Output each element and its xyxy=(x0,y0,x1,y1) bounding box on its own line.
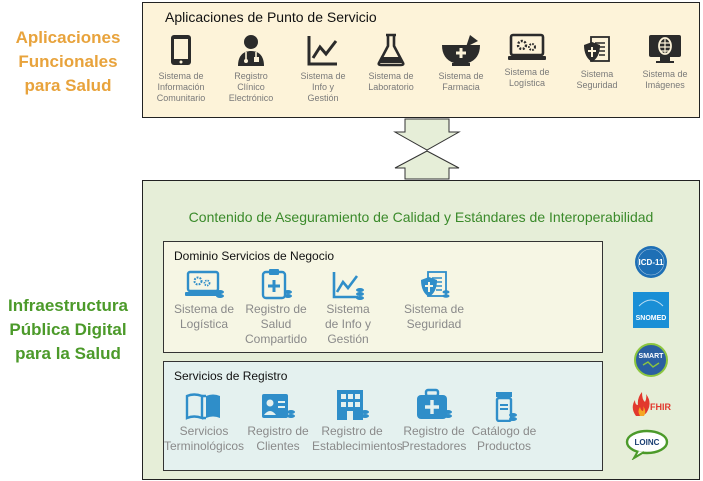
medical-kit-icon xyxy=(417,388,452,419)
app-info-management: Sistema de Info y Gestión xyxy=(285,33,361,104)
service-label: Registro de Prestadores xyxy=(401,424,467,453)
business-services-title: Dominio Servicios de Negocio xyxy=(174,249,335,263)
mortar-pestle-icon xyxy=(442,35,480,66)
loinc-logo: LOINC xyxy=(623,427,671,461)
smart-logo: SMART xyxy=(631,343,671,377)
app-label: Sistema de Info y Gestión xyxy=(300,71,346,103)
service-label: Servicios Terminológicos xyxy=(164,424,245,453)
svg-text:SMART: SMART xyxy=(639,353,665,360)
service-label: Sistema de Seguridad xyxy=(403,302,465,331)
functional-apps-title: Aplicaciones Funcionales para Salud xyxy=(15,28,121,95)
service-product-catalog: Catálogo de Productos xyxy=(464,390,544,454)
icd-11-logo: ICD-11 xyxy=(631,245,671,279)
app-label: Sistema Seguridad xyxy=(576,69,618,90)
app-electronic-record: Registro Clínico Electrónico xyxy=(213,33,289,104)
flask-icon xyxy=(377,33,405,67)
shared-health-record-icon xyxy=(261,269,292,300)
app-label: Sistema de Laboratorio xyxy=(368,71,414,92)
app-label: Sistema de Logística xyxy=(504,67,550,88)
business-services-domain: Dominio Servicios de Negocio Sistema de … xyxy=(163,241,603,353)
service-label: Registro de Establecimientos xyxy=(312,424,403,453)
snomed-logo: SNOMED xyxy=(631,292,671,328)
service-label: Sistema de Logística xyxy=(173,302,235,331)
security-shield-icon xyxy=(584,36,610,62)
arrow-down-icon xyxy=(393,118,461,151)
registry-services-domain: Servicios de Registro Servicios Terminol… xyxy=(163,361,603,471)
app-imaging: Sistema de Imágenes xyxy=(627,33,703,91)
fhir-logo: FHIR xyxy=(627,387,673,421)
product-catalog-icon xyxy=(495,392,517,422)
app-security: Sistema Seguridad xyxy=(559,33,635,91)
service-facility-registry: Registro de Establecimientos xyxy=(312,388,403,454)
line-chart-icon xyxy=(307,36,338,66)
client-registry-icon xyxy=(262,394,295,418)
svg-text:ICD-11: ICD-11 xyxy=(639,258,664,267)
infrastructure-box: Contenido de Aseguramiento de Calidad y … xyxy=(142,180,700,480)
service-label: Registro de Clientes xyxy=(247,424,309,453)
service-terminology: Servicios Terminológicos xyxy=(164,390,244,454)
svg-text:LOINC: LOINC xyxy=(635,438,660,447)
app-community-info: Sistema de Información Comunitario xyxy=(143,33,219,104)
svg-text:FHIR: FHIR xyxy=(650,402,671,412)
snomed-logo-icon: SNOMED xyxy=(633,292,669,328)
quality-standards-title: Contenido de Aseguramiento de Calidad y … xyxy=(188,209,654,225)
service-label: Sistema de Info y Gestión xyxy=(324,302,372,346)
security-document-icon xyxy=(421,271,450,298)
app-logistics: Sistema de Logística xyxy=(489,33,565,89)
registry-services-title: Servicios de Registro xyxy=(174,369,288,383)
app-label: Sistema de Imágenes xyxy=(642,69,688,90)
point-of-service-box: Aplicaciones de Punto de Servicio Sistem… xyxy=(142,2,700,118)
logistics-monitor-icon xyxy=(185,270,224,298)
service-label: Registro de Salud Compartido xyxy=(244,302,308,346)
svg-text:SNOMED: SNOMED xyxy=(636,315,667,322)
service-provider-registry: Registro de Prestadores xyxy=(394,388,474,454)
info-management-icon xyxy=(332,272,364,300)
imaging-monitor-icon xyxy=(649,35,681,63)
service-label: Catálogo de Productos xyxy=(471,424,537,453)
app-label: Registro Clínico Electrónico xyxy=(228,71,274,103)
service-shared-health-record: Registro de Salud Compartido xyxy=(236,268,316,347)
service-security: Sistema de Seguridad xyxy=(394,270,474,332)
smart-logo-icon: SMART xyxy=(634,343,668,377)
point-of-service-title: Aplicaciones de Punto de Servicio xyxy=(165,9,377,25)
icd-11-logo-icon: ICD-11 xyxy=(635,246,667,278)
bidirectional-arrows xyxy=(393,118,461,180)
app-laboratory: Sistema de Laboratorio xyxy=(353,33,429,93)
service-client-registry: Registro de Clientes xyxy=(238,390,318,454)
service-logistics: Sistema de Logística xyxy=(164,270,244,332)
logistics-monitor-icon xyxy=(508,33,546,60)
public-infrastructure-title: Infraestructura Pública Digital para la … xyxy=(8,296,128,363)
doctor-icon xyxy=(238,35,264,66)
fhir-logo-icon: FHIR xyxy=(632,392,671,416)
book-icon xyxy=(185,393,220,420)
app-label: Sistema de Información Comunitario xyxy=(156,71,206,103)
loinc-logo-icon: LOINC xyxy=(625,429,669,460)
app-pharmacy: Sistema de Farmacia xyxy=(423,33,499,93)
tablet-icon xyxy=(171,35,191,65)
arrow-up-icon xyxy=(394,150,460,180)
app-label: Sistema de Farmacia xyxy=(438,71,484,92)
facility-registry-icon xyxy=(337,390,369,420)
service-info-management: Sistema de Info y Gestión xyxy=(308,270,388,347)
